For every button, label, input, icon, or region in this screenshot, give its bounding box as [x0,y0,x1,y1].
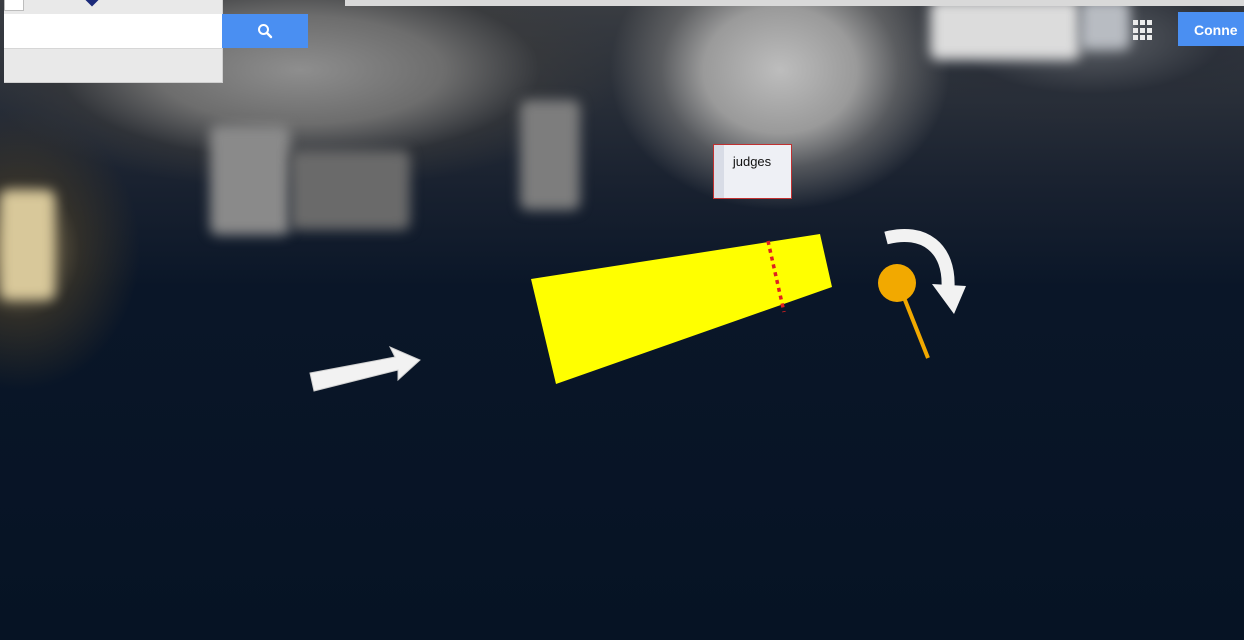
right-arrow-icon [310,347,420,391]
yellow-beam [531,234,832,384]
pin-marker-icon [878,264,928,358]
